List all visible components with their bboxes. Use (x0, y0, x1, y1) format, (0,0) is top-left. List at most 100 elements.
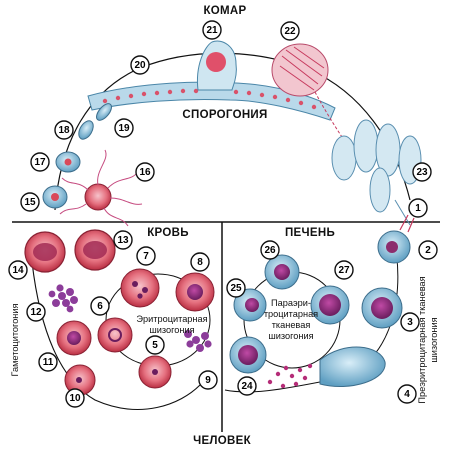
stage-badge-circle (8, 260, 28, 280)
stage-badge-15: 15 (20, 192, 40, 212)
stage-badge-circle (20, 192, 40, 212)
stage-badge-7: 7 (136, 246, 156, 266)
stage-badge-18: 18 (54, 120, 74, 140)
gametocytogony-label: Гаметоцитогония (10, 304, 20, 377)
stage-badge-number: 10 (69, 393, 81, 404)
stage-badge-circle (202, 20, 222, 40)
stage-badge-number: 16 (139, 167, 151, 178)
stage-badge-number: 21 (206, 25, 218, 36)
stage-badge-circle (412, 162, 432, 182)
liver-cell-4 (267, 346, 386, 389)
stage-badge-1: 1 (408, 198, 428, 218)
stage-badge-circle (145, 335, 165, 355)
stage-badge-number: 23 (416, 167, 428, 178)
stage-badge-circle (190, 252, 210, 272)
stage-badge-5: 5 (145, 335, 165, 355)
stage-badge-number: 8 (197, 257, 203, 268)
liver-cell-25 (233, 288, 267, 322)
blood-cell-7 (120, 268, 160, 308)
stage-badge-circle (135, 162, 155, 182)
blood-cell-8 (175, 272, 215, 312)
stage-badge-9: 9 (198, 370, 218, 390)
stage-badge-number: 15 (24, 197, 36, 208)
paraerythrocytic-label-line4: шизогония (268, 331, 313, 341)
stage-badge-circle (397, 384, 417, 404)
merozoite-cluster-9 (184, 330, 212, 352)
stage-badge-number: 4 (404, 389, 410, 400)
stage-badge-circle (280, 21, 300, 41)
stage-badge-circle (113, 230, 133, 250)
stage-badge-16: 16 (135, 162, 155, 182)
stage-badge-26: 26 (260, 240, 280, 260)
gametocyte-13 (74, 229, 116, 271)
stage-badge-number: 13 (117, 235, 129, 246)
stage-badge-number: 2 (425, 245, 431, 256)
stage-badge-10: 10 (65, 388, 85, 408)
stage-badge-number: 27 (338, 265, 350, 276)
erythrocytic-label-line1: Эритроцитарная (136, 314, 207, 324)
gametes (42, 149, 143, 227)
stage-badge-17: 17 (30, 152, 50, 172)
gut-epithelium (87, 81, 336, 121)
stage-badge-circle (260, 240, 280, 260)
stage-badge-number: 12 (30, 307, 42, 318)
stage-badge-27: 27 (334, 260, 354, 280)
stage-badge-circle (198, 370, 218, 390)
liver-cell-3 (361, 287, 403, 329)
stage-badge-circle (38, 352, 58, 372)
blood-label: КРОВЬ (147, 227, 189, 239)
stage-badge-circle (237, 376, 257, 396)
stage-badge-number: 9 (205, 375, 211, 386)
stage-badge-circle (65, 388, 85, 408)
stage-badge-number: 26 (264, 245, 276, 256)
stage-badge-number: 3 (407, 317, 413, 328)
stage-badge-circle (400, 312, 420, 332)
stage-badge-number: 17 (34, 157, 46, 168)
stage-badge-number: 22 (284, 26, 296, 37)
stage-badge-circle (30, 152, 50, 172)
blood-cell-6 (97, 317, 133, 353)
stage-badge-circle (136, 246, 156, 266)
stage-badge-number: 11 (43, 357, 54, 368)
stage-badge-24: 24 (237, 376, 257, 396)
liver-label: ПЕЧЕНЬ (285, 227, 335, 239)
preerythrocytic-label-line2: шизогония (429, 317, 439, 362)
preerythrocytic-label-line1: Преэритроцитарная тканевая (417, 276, 427, 403)
human-label: ЧЕЛОВЕК (193, 435, 252, 447)
stage-badge-11: 11 (38, 352, 58, 372)
stage-badge-21: 21 (202, 20, 222, 40)
stage-badge-circle (26, 302, 46, 322)
blood-cell-11 (56, 320, 92, 356)
blood-cell-5 (138, 355, 172, 389)
stage-badge-number: 20 (134, 60, 146, 71)
stage-badge-number: 7 (143, 251, 149, 262)
stage-badge-circle (334, 260, 354, 280)
stage-badge-13: 13 (113, 230, 133, 250)
stage-badge-circle (408, 198, 428, 218)
mosquito-label: КОМАР (203, 5, 246, 17)
stage-badge-25: 25 (226, 278, 246, 298)
stage-badge-circle (418, 240, 438, 260)
stage-badge-3: 3 (400, 312, 420, 332)
stage-badge-4: 4 (397, 384, 417, 404)
stage-badge-number: 25 (230, 283, 242, 294)
zygote-stages (55, 103, 112, 173)
stage-badge-circle (54, 120, 74, 140)
salivary-gland (331, 119, 422, 226)
gametocyte-14 (24, 231, 66, 273)
stage-badge-8: 8 (190, 252, 210, 272)
stage-badge-circle (90, 296, 110, 316)
stage-badge-20: 20 (130, 55, 150, 75)
paraerythrocytic-label-line1: Параэри- (271, 298, 311, 308)
stage-badge-number: 18 (58, 125, 70, 136)
mature-oocyst (271, 43, 366, 171)
paraerythrocytic-label-line2: троцитарная (264, 309, 318, 319)
stage-badge-number: 19 (118, 123, 130, 134)
liver-cell-27 (310, 285, 350, 325)
stage-badge-circle (114, 118, 134, 138)
stage-badge-22: 22 (280, 21, 300, 41)
stage-badge-6: 6 (90, 296, 110, 316)
